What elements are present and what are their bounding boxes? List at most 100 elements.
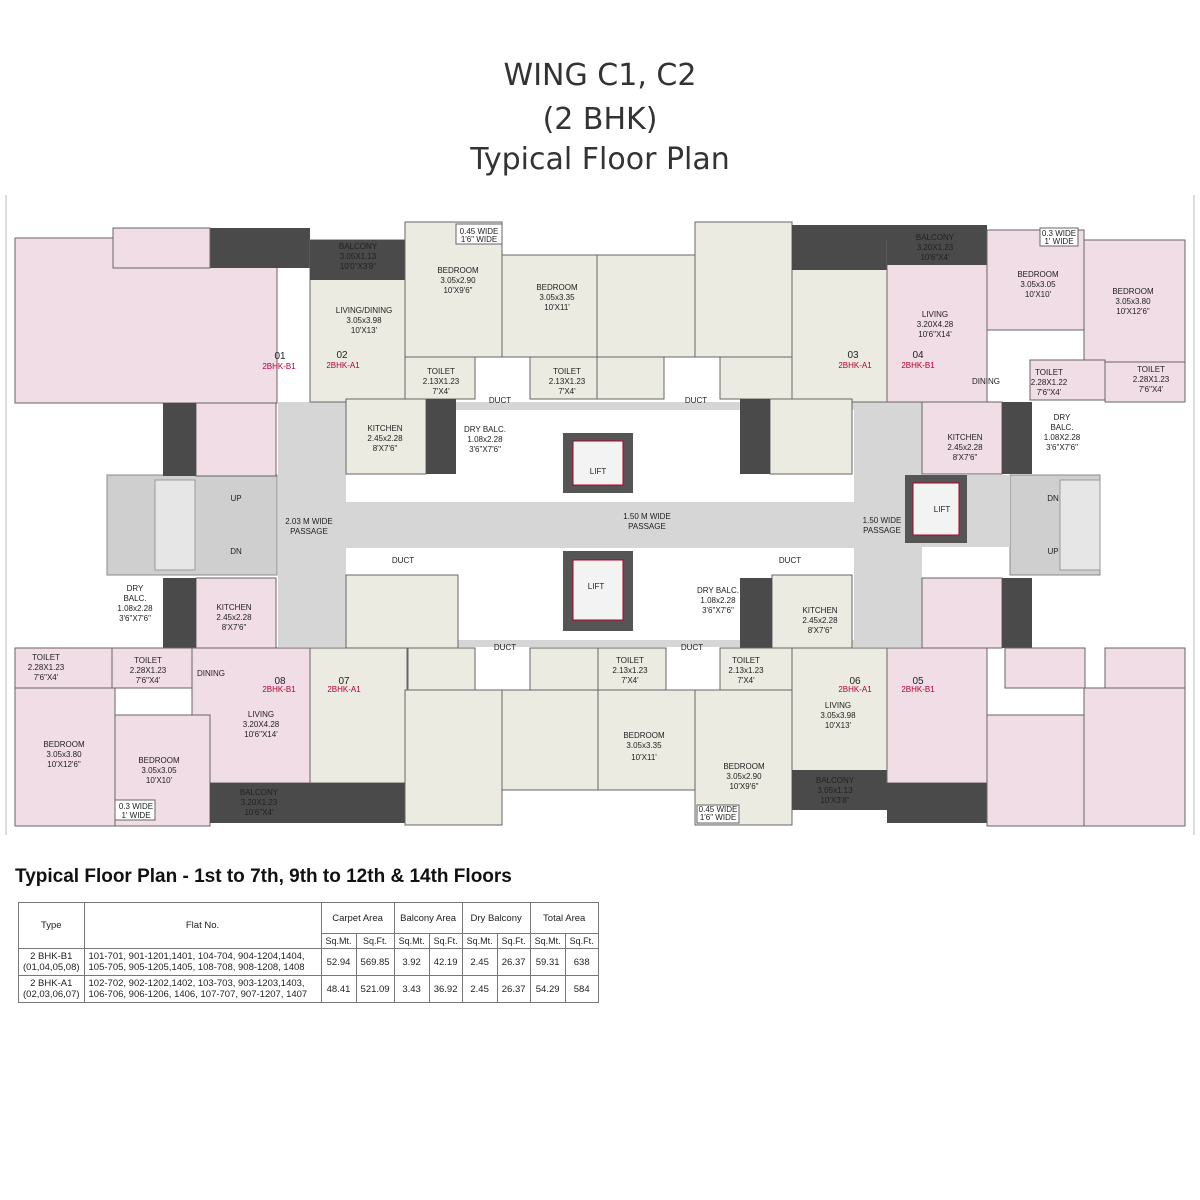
subheader: Sq.Ft. [496,933,531,949]
cell-value: 2.45 [461,948,498,976]
label-passage: PASSAGE [290,527,328,536]
label-dim: 7'X4' [621,676,639,685]
unit-type-04: 2BHK-B1 [901,361,935,370]
label-dim: 7'6"X4' [1139,385,1164,394]
label-dim: 3.05x2.90 [726,772,762,781]
label-kitchen: KITCHEN [802,606,837,615]
label-dim: 3.05x3.80 [46,750,82,759]
title-line-2: (2 BHK) [542,102,658,137]
cell-value: 569.85 [355,948,395,976]
flats-line: 105-705, 905-1205,1405, 108-708, 908-120… [88,962,305,973]
label-dry-balcony: DRY BALC. [464,425,506,434]
cell-value: 521.09 [355,975,395,1003]
label-wide: 0.45 WIDE [699,805,738,814]
unit-06 [771,574,853,651]
cell-value: 2.45 [461,975,498,1003]
cell-value: 3.43 [393,975,430,1003]
unit-type-02: 2BHK-A1 [326,361,360,370]
flats-line: 106-706, 906-1206, 1406, 107-707, 907-12… [88,989,308,1000]
label-dim: 3.05x3.98 [346,316,382,325]
unit-id-03: 03 [847,350,859,361]
label-dim: 3.05x3.35 [539,293,575,302]
label-dim: 7'6"X4' [1037,388,1062,397]
subheader: Sq.Mt. [529,933,566,949]
label-dim: 2.28X1.22 [1031,378,1068,387]
header-flat-no: Flat No. [83,902,322,949]
unit-id-01: 01 [274,351,286,362]
label-dim: 7'X4' [737,676,755,685]
label-toilet: TOILET [1137,365,1165,374]
label-dim: 2.28X1.23 [1133,375,1170,384]
label-duct: DUCT [681,643,703,652]
label-living: LIVING [825,701,851,710]
label-dim: 2.28X1.23 [28,663,65,672]
label-dim: 3.20X4.28 [243,720,280,729]
header-dry-balcony: Dry Balcony [461,902,531,934]
label-dim: 7'X4' [558,387,576,396]
header-balcony-area: Balcony Area [393,902,463,934]
label-wide: 0.3 WIDE [1042,229,1076,238]
label-dim: 10'X13' [825,721,852,730]
subheader: Sq.Ft. [428,933,463,949]
label-toilet: TOILET [1035,368,1063,377]
type-name: 2 BHK-A1 [30,978,73,989]
label-bedroom: BEDROOM [138,756,180,765]
label-dim: 8'X7'6" [808,626,833,635]
label-bedroom: BEDROOM [723,762,765,771]
cell-value: 26.37 [496,948,531,976]
label-lift: LIFT [590,467,607,476]
unit-type-05: 2BHK-B1 [901,685,935,694]
table-row: 2 BHK-A1(02,03,06,07) 102-702, 902-1202,… [18,975,599,1003]
label-wide: 1'6" WIDE [700,813,736,822]
label-living: LIVING [922,310,948,319]
unit-type-08: 2BHK-B1 [262,685,296,694]
label-dim: 10'X11' [544,303,570,312]
unit-id-05: 05 [912,676,924,687]
label-toilet: TOILET [32,653,60,662]
label-dim: 10'X12'6" [47,760,81,769]
label-dim: 2.45x2.28 [367,434,403,443]
label-passage: PASSAGE [628,522,666,531]
label-bedroom: BEDROOM [1112,287,1154,296]
table-row: 2 BHK-B1(01,04,05,08) 101-701, 901-1201,… [18,948,599,976]
label-dim: 10'X11' [631,753,657,762]
label-duct: DUCT [489,396,511,405]
label-bedroom: BEDROOM [437,266,479,275]
area-table: Type Flat No. Carpet Area Balcony Area D… [18,902,599,1003]
label-dim: 8'X7'6" [953,453,978,462]
label-duct: DUCT [494,643,516,652]
unit-tags: 01 2BHK-B1 02 2BHK-A1 03 2BHK-A1 04 2BHK… [262,350,935,694]
label-dry-balcony: DRY BALC. [697,586,739,595]
unit-type-03: 2BHK-A1 [838,361,872,370]
subheader: Sq.Mt. [393,933,430,949]
label-wide: 1' WIDE [121,811,150,820]
type-units: (02,03,06,07) [23,989,80,1000]
type-name: 2 BHK-B1 [30,951,73,962]
title-line-3: Typical Floor Plan [470,142,730,177]
table-title: Typical Floor Plan - 1st to 7th, 9th to … [15,866,512,887]
label-dim: 2.13X1.23 [549,377,586,386]
label-dim: 10'X9'6" [729,782,758,791]
label-dim: 10'6"X4' [920,253,950,262]
label-dim: 3.05X1.13 [340,252,377,261]
subheader: Sq.Ft. [564,933,599,949]
label-dim: 2.13x1.23 [612,666,648,675]
label-dim: 3.05x3.05 [141,766,177,775]
label-lift: LIFT [588,582,605,591]
unit-type-01: 2BHK-B1 [262,362,296,371]
label-living: LIVING [248,710,274,719]
label-bedroom: BEDROOM [1017,270,1059,279]
table-header-row: Type Flat No. Carpet Area Balcony Area D… [18,902,599,949]
label-kitchen: KITCHEN [367,424,402,433]
flats-line: 102-702, 902-1202,1402, 103-703, 903-120… [88,978,305,989]
cell-value: 584 [564,975,599,1003]
label-dim: 3'6"X7'6" [702,606,734,615]
label-dim: 10'X12'6" [1116,307,1150,316]
label-dim: 8'X7'6" [222,623,247,632]
label-duct: DUCT [779,556,801,565]
cell-value: 54.29 [529,975,566,1003]
label-toilet: TOILET [427,367,455,376]
cell-value: 52.94 [320,948,357,976]
unit-id-06: 06 [849,676,861,687]
label-kitchen: KITCHEN [947,433,982,442]
